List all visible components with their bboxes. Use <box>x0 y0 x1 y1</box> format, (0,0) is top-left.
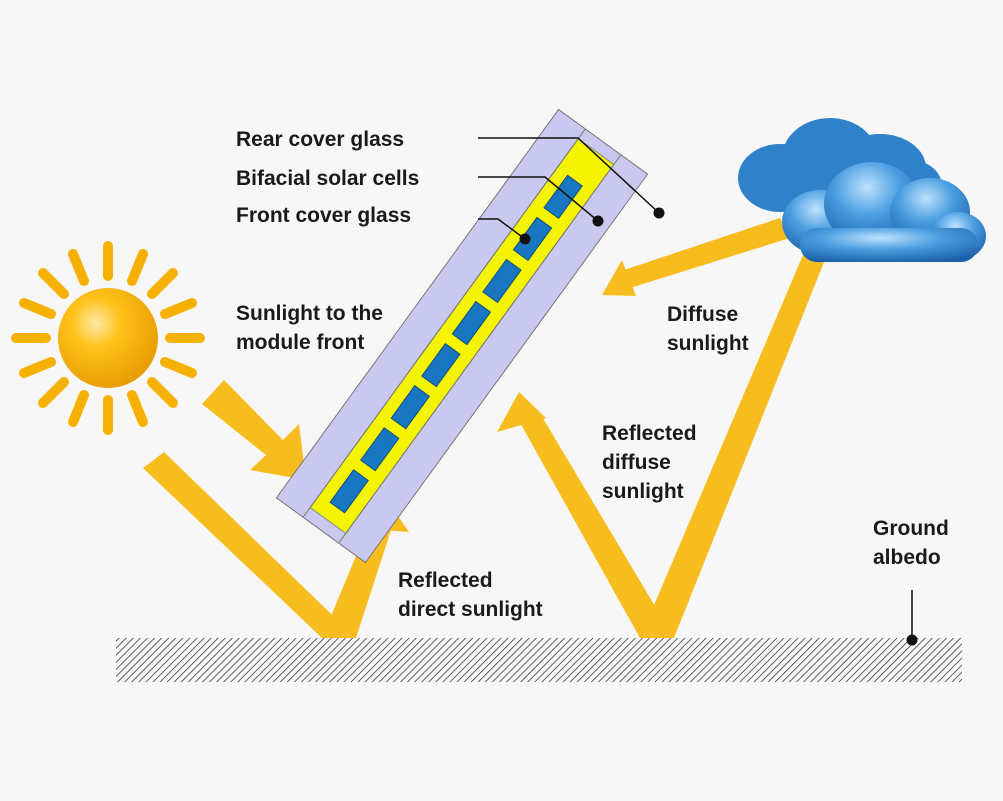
label-sunlight-front-line2: module front <box>236 331 364 354</box>
label-ground-line2: albedo <box>873 546 941 569</box>
cloud-icon <box>738 118 986 262</box>
label-refl-diffuse-line3: sunlight <box>602 480 684 503</box>
label-refl-direct-line2: direct sunlight <box>398 598 543 621</box>
leader-dots <box>519 207 918 646</box>
ground-surface <box>116 638 962 682</box>
sun-icon <box>11 241 205 435</box>
label-refl-diffuse-line1: Reflected <box>602 422 697 445</box>
layer-leaders <box>478 137 913 640</box>
label-bifacial-solar-cells: Bifacial solar cells <box>236 167 419 190</box>
label-diffuse-line2: sunlight <box>667 332 749 355</box>
front-sunlight-arrow <box>202 380 306 480</box>
bifacial-cells <box>329 174 583 514</box>
label-refl-direct-line1: Reflected <box>398 569 493 592</box>
solar-module <box>275 108 649 564</box>
reflected-diffuse-ray <box>497 248 828 638</box>
label-diffuse-line1: Diffuse <box>667 303 738 326</box>
label-sunlight-front-line1: Sunlight to the <box>236 302 383 325</box>
label-ground-line1: Ground <box>873 517 949 540</box>
label-refl-diffuse-line2: diffuse <box>602 451 671 474</box>
diffuse-sunlight-arrow <box>602 218 790 296</box>
label-rear-cover-glass: Rear cover glass <box>236 128 404 151</box>
label-front-cover-glass: Front cover glass <box>236 204 411 227</box>
